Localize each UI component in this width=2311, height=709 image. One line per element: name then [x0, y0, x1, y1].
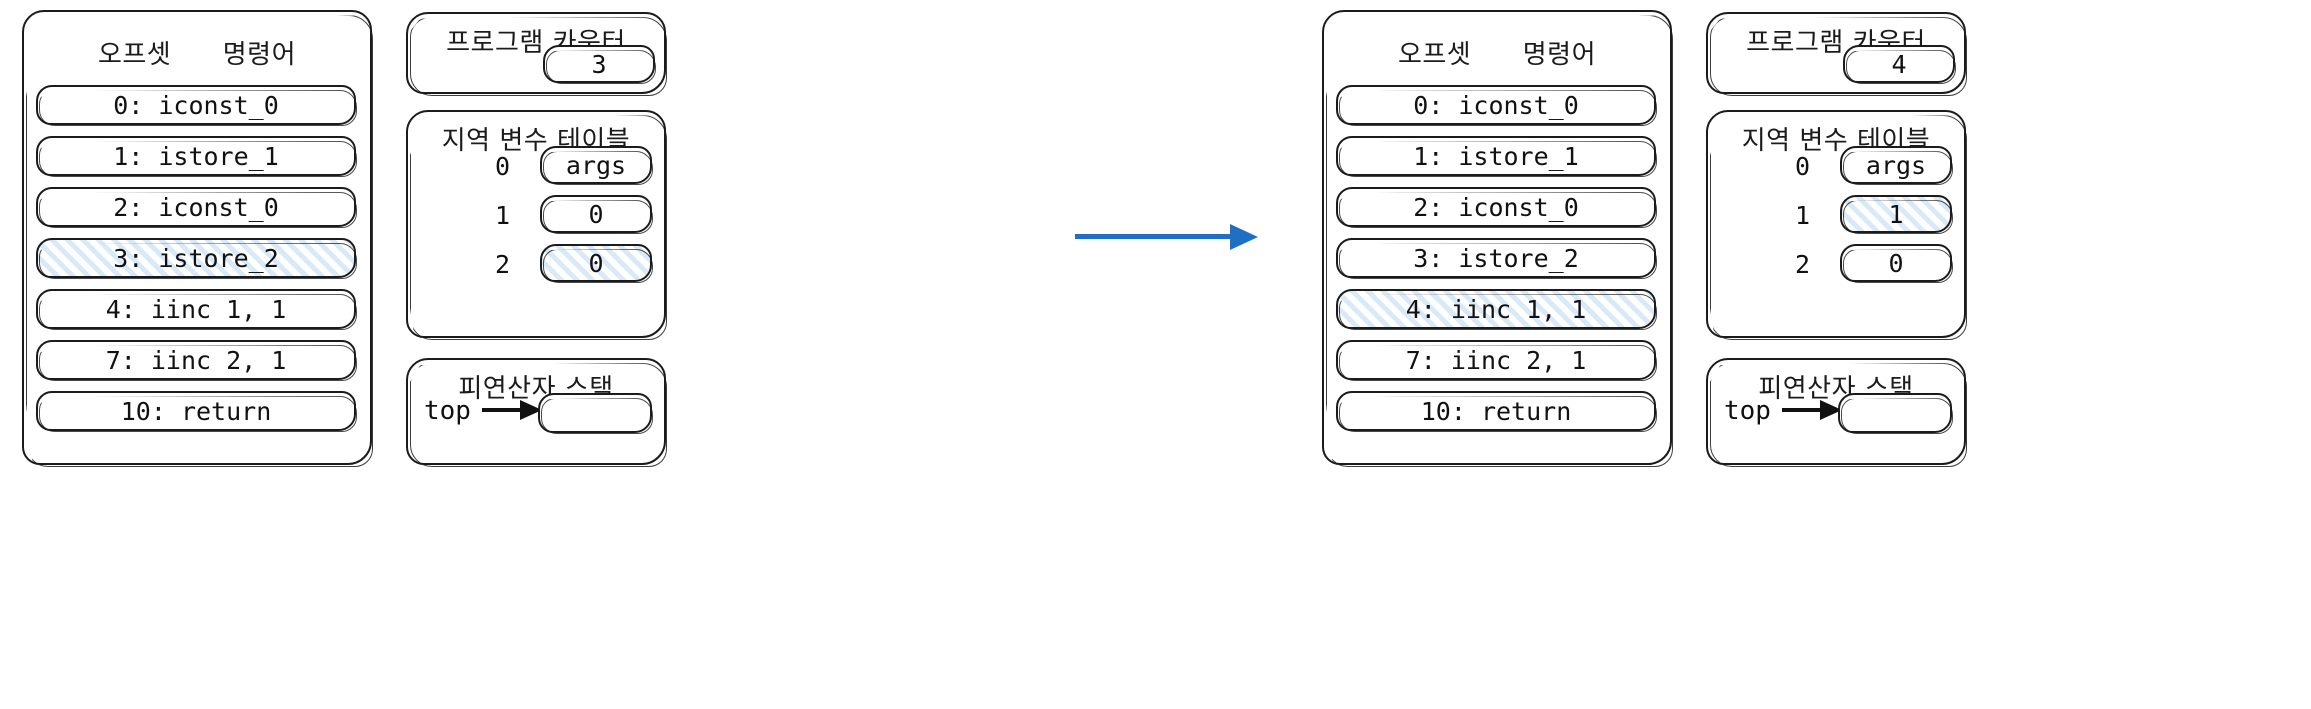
instruction-row[interactable]: 0: iconst_0 [1336, 85, 1656, 125]
instruction-row[interactable]: 2: iconst_0 [36, 187, 356, 227]
operand-stack-top-cell-after[interactable] [1838, 393, 1952, 433]
local-slot-cell[interactable]: 0 [1840, 244, 1952, 282]
operand-stack-top-label-before: top [424, 396, 471, 426]
instruction-row-highlighted[interactable]: 3: istore_2 [36, 238, 356, 278]
pc-value-text: 3 [591, 49, 607, 79]
code-panel-headers-after: 오프셋 명령어 [1324, 34, 1670, 71]
slot-index: 0 [1794, 152, 1810, 181]
instruction-row[interactable]: 7: iinc 2, 1 [1336, 340, 1656, 380]
local-slot-cell[interactable]: args [1840, 146, 1952, 184]
header-offset-after: 오프셋 [1397, 40, 1472, 70]
operand-stack-top-label-after: top [1724, 396, 1771, 426]
instruction-text: 10: return [120, 396, 272, 426]
local-slot-cell-highlighted[interactable]: 0 [540, 244, 652, 282]
instruction-text: 2: iconst_0 [1413, 192, 1579, 222]
instruction-text: 2: iconst_0 [113, 192, 279, 222]
instruction-text: 3: istore_2 [1413, 243, 1579, 273]
instruction-text: 4: iinc 1, 1 [1405, 294, 1587, 324]
operand-stack-top-cell-before[interactable] [538, 393, 652, 433]
instruction-text: 0: iconst_0 [113, 90, 279, 120]
instruction-row[interactable]: 1: istore_1 [36, 136, 356, 176]
program-counter-value-after[interactable]: 4 [1843, 45, 1955, 83]
slot-value-text: 0 [1888, 248, 1904, 278]
instruction-text: 7: iinc 2, 1 [1405, 345, 1587, 375]
instruction-row[interactable]: 10: return [36, 391, 356, 431]
slot-value-text: 1 [1888, 199, 1904, 229]
instruction-row[interactable]: 0: iconst_0 [36, 85, 356, 125]
instruction-text: 4: iinc 1, 1 [105, 294, 287, 324]
instruction-text: 1: istore_1 [1413, 141, 1579, 171]
pc-value-text: 4 [1891, 49, 1907, 79]
header-instruction-after: 명령어 [1522, 40, 1597, 70]
operand-stack-top-arrow-before [482, 400, 542, 420]
header-instruction-before: 명령어 [222, 40, 297, 70]
header-offset-before: 오프셋 [97, 40, 172, 70]
instruction-row[interactable]: 3: istore_2 [1336, 238, 1656, 278]
slot-value-text: 0 [588, 248, 604, 278]
local-slot-cell-highlighted[interactable]: 1 [1840, 195, 1952, 233]
instruction-row[interactable]: 2: iconst_0 [1336, 187, 1656, 227]
instruction-row[interactable]: 7: iinc 2, 1 [36, 340, 356, 380]
instruction-text: 3: istore_2 [113, 243, 279, 273]
transition-arrow [1075, 224, 1275, 250]
slot-value-text: args [1865, 150, 1927, 180]
local-slot-cell[interactable]: args [540, 146, 652, 184]
slot-index: 2 [1794, 250, 1810, 279]
instruction-row[interactable]: 1: istore_1 [1336, 136, 1656, 176]
slot-value-text: 0 [588, 199, 604, 229]
slot-value-text: args [565, 150, 627, 180]
instruction-text: 10: return [1420, 396, 1572, 426]
operand-stack-top-arrow-after [1782, 400, 1842, 420]
code-panel-headers-before: 오프셋 명령어 [24, 34, 370, 71]
instruction-row[interactable]: 10: return [1336, 391, 1656, 431]
instruction-text: 0: iconst_0 [1413, 90, 1579, 120]
slot-index: 2 [494, 250, 510, 279]
instruction-text: 7: iinc 2, 1 [105, 345, 287, 375]
slot-index: 1 [1794, 201, 1810, 230]
slot-index: 1 [494, 201, 510, 230]
slot-index: 0 [494, 152, 510, 181]
instruction-row-highlighted[interactable]: 4: iinc 1, 1 [1336, 289, 1656, 329]
program-counter-value-before[interactable]: 3 [543, 45, 655, 83]
instruction-text: 1: istore_1 [113, 141, 279, 171]
instruction-row[interactable]: 4: iinc 1, 1 [36, 289, 356, 329]
local-slot-cell[interactable]: 0 [540, 195, 652, 233]
